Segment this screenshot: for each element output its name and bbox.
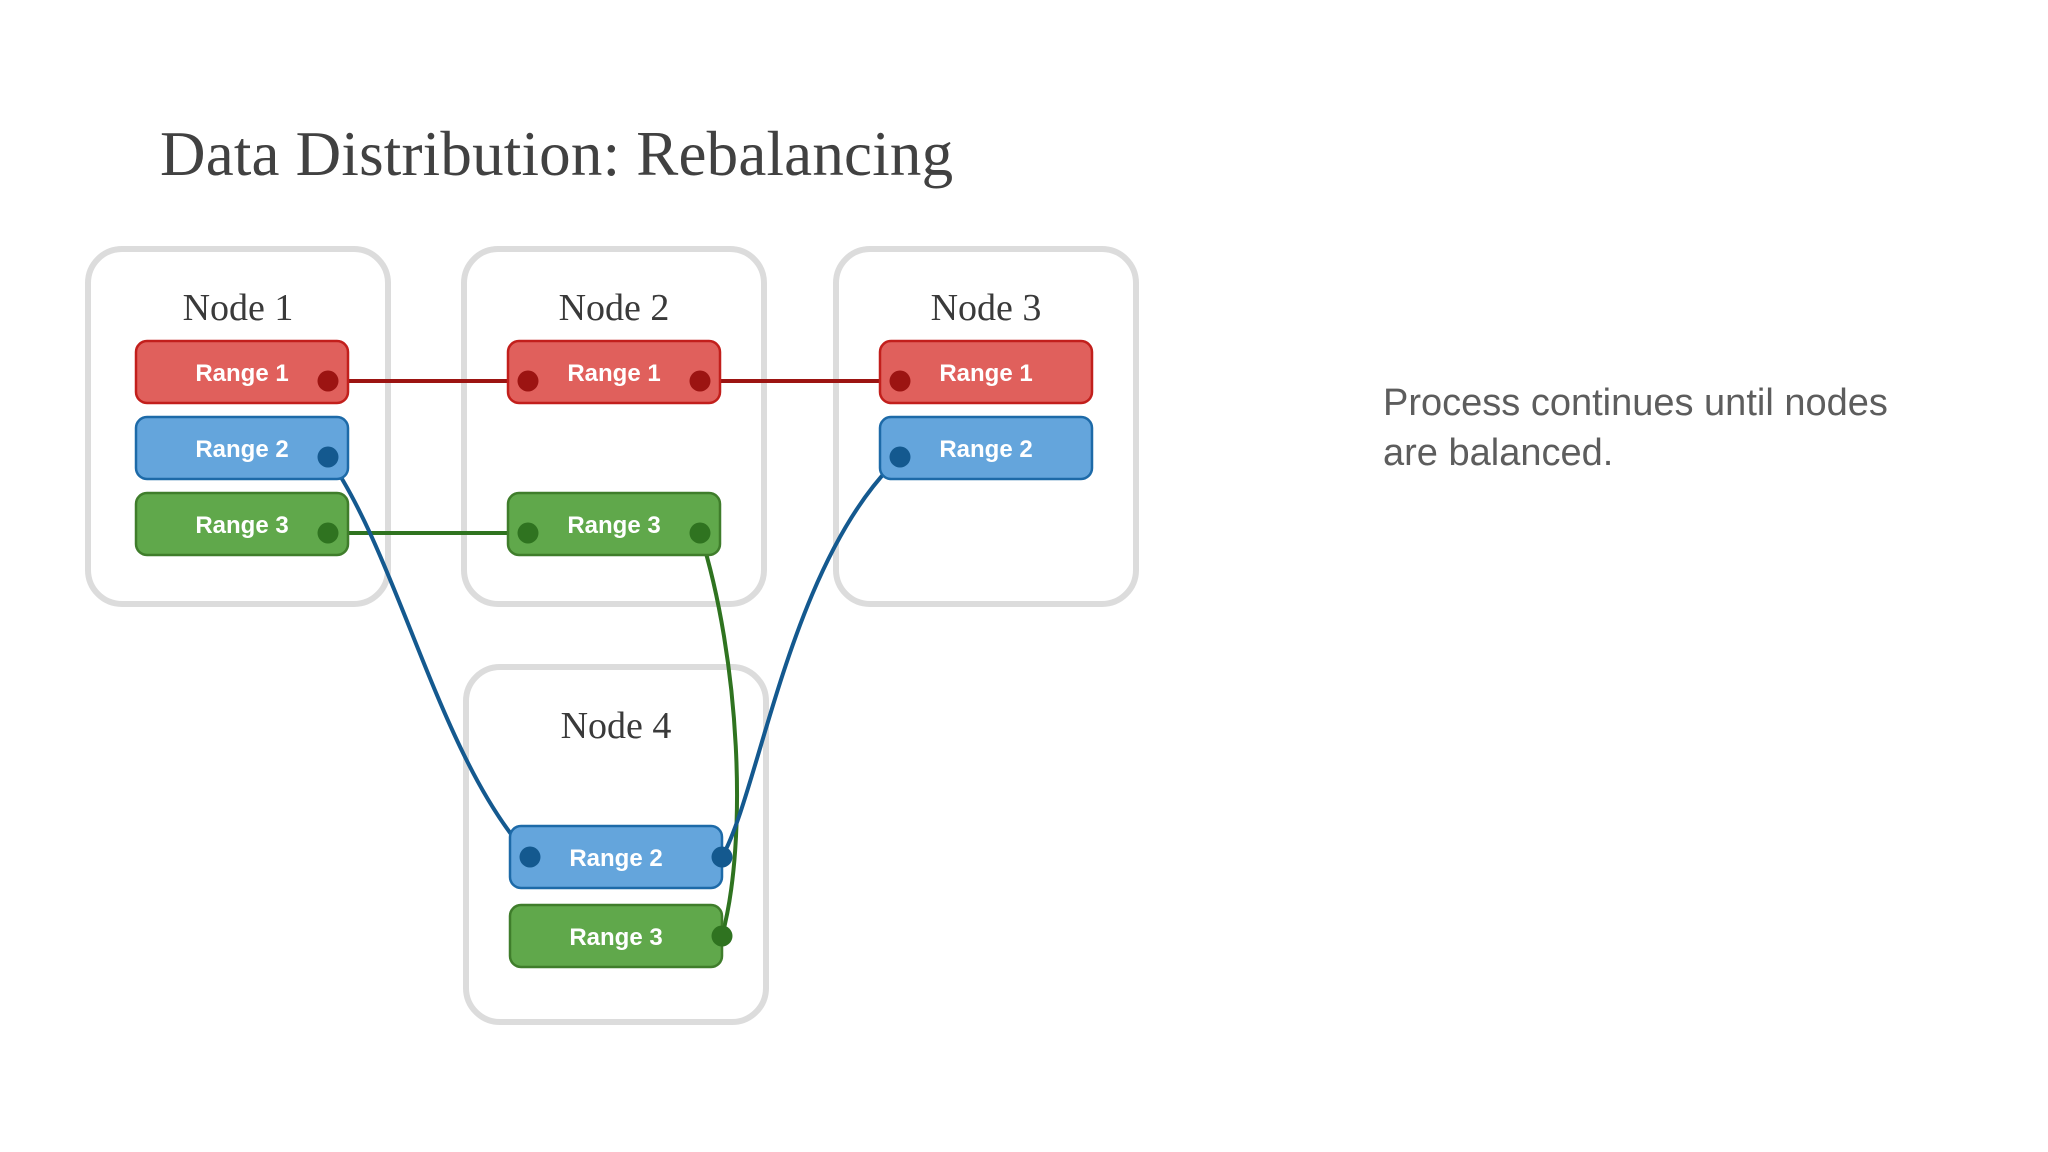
range-label: Range 3 bbox=[569, 924, 662, 951]
connector-endpoint-dot-n3-r1-left bbox=[889, 370, 911, 392]
endpoint-dots-layer bbox=[317, 370, 911, 947]
node-label: Node 2 bbox=[559, 287, 670, 329]
connector-endpoint-dot-n2-r1-right bbox=[689, 370, 711, 392]
connector-endpoint-dot-n4-r2-left bbox=[519, 846, 541, 868]
connector-endpoint-dot-n2-r1-left bbox=[517, 370, 539, 392]
range-block-n3-range-1[interactable] bbox=[878, 339, 1094, 405]
range-label: Range 1 bbox=[195, 360, 288, 387]
connector-link-range2-n1-n4 bbox=[326, 455, 532, 859]
connector-endpoint-dot-n1-r3-right bbox=[317, 522, 339, 544]
connector-endpoint-dot-n2-r3-left bbox=[517, 522, 539, 544]
range-block-n2-range-1[interactable] bbox=[506, 339, 722, 405]
connector-endpoint-dot-n4-r3-right bbox=[711, 925, 733, 947]
range-label: Range 1 bbox=[567, 360, 660, 387]
connector-endpoint-dot-n4-r2-right bbox=[711, 846, 733, 868]
range-label: Range 2 bbox=[569, 845, 662, 872]
range-label: Range 3 bbox=[567, 512, 660, 539]
range-label: Range 1 bbox=[939, 360, 1032, 387]
range-block-n1-range-3[interactable] bbox=[134, 491, 350, 557]
range-label: Range 2 bbox=[195, 436, 288, 463]
range-block-n1-range-2[interactable] bbox=[134, 415, 350, 481]
node-label: Node 3 bbox=[931, 287, 1042, 329]
connector-endpoint-dot-n3-r2-left bbox=[889, 446, 911, 468]
range-label: Range 2 bbox=[939, 436, 1032, 463]
connector-link-range2-n4-n3 bbox=[720, 455, 902, 859]
node-label: Node 1 bbox=[183, 287, 294, 329]
connector-endpoint-dot-n2-r3-right bbox=[689, 522, 711, 544]
page-title: Data Distribution: Rebalancing bbox=[160, 119, 954, 189]
range-block-n1-range-1[interactable] bbox=[134, 339, 350, 405]
links-layer bbox=[326, 379, 902, 938]
connector-endpoint-dot-n1-r2-right bbox=[317, 446, 339, 468]
range-block-n2-range-3[interactable] bbox=[506, 491, 722, 557]
connector-endpoint-dot-n1-r1-right bbox=[317, 370, 339, 392]
connector-link-range3-n2-n4 bbox=[698, 531, 740, 938]
range-label: Range 3 bbox=[195, 512, 288, 539]
range-block-n3-range-2[interactable] bbox=[878, 415, 1094, 481]
side-note-text: Process continues until nodes are balanc… bbox=[1383, 382, 1888, 475]
node-label: Node 4 bbox=[561, 705, 672, 747]
ranges-layer: Range 1 Range 2 Range 3 Range 1 Range 3 Range… bbox=[134, 339, 1094, 969]
